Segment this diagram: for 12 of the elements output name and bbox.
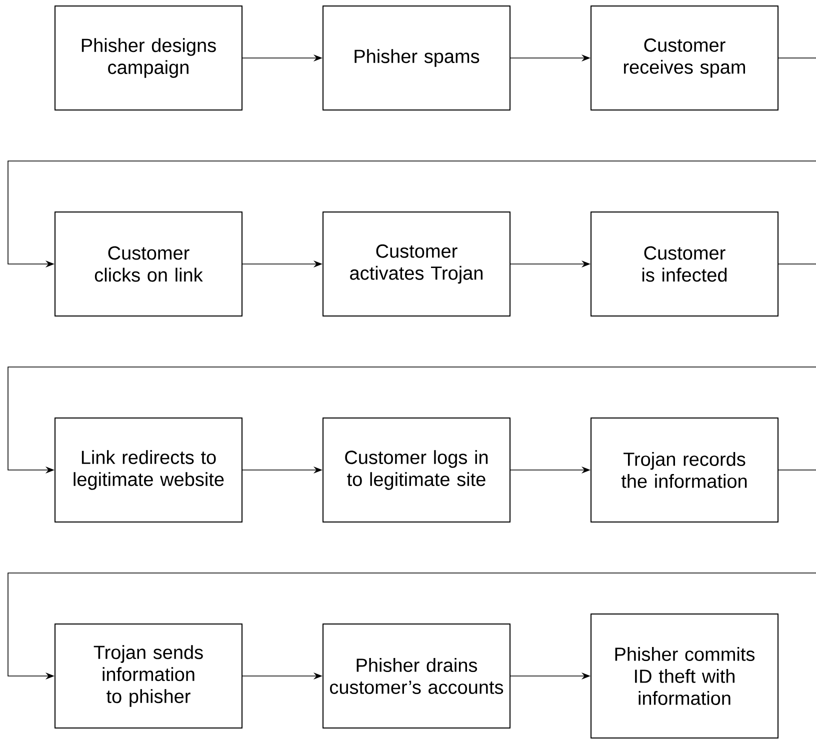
process-box: Customer logs in to legitimate site xyxy=(322,418,510,522)
process-box: Phisher spams xyxy=(322,6,510,110)
process-box: Customer activates Trojan xyxy=(322,212,510,316)
process-box: Customer is infected xyxy=(590,212,778,316)
process-box: Trojan records the information xyxy=(590,418,778,522)
process-box: Phisher drains customer’s accounts xyxy=(322,624,510,728)
process-box: Trojan sends information to phisher xyxy=(54,624,242,728)
process-box: Customer clicks on link xyxy=(54,212,242,316)
process-box: Phisher designs campaign xyxy=(54,6,242,110)
process-box: Phisher commits ID theft with information xyxy=(590,614,778,738)
process-box: Customer receives spam xyxy=(590,6,778,110)
process-box: Link redirects to legitimate website xyxy=(54,418,242,522)
